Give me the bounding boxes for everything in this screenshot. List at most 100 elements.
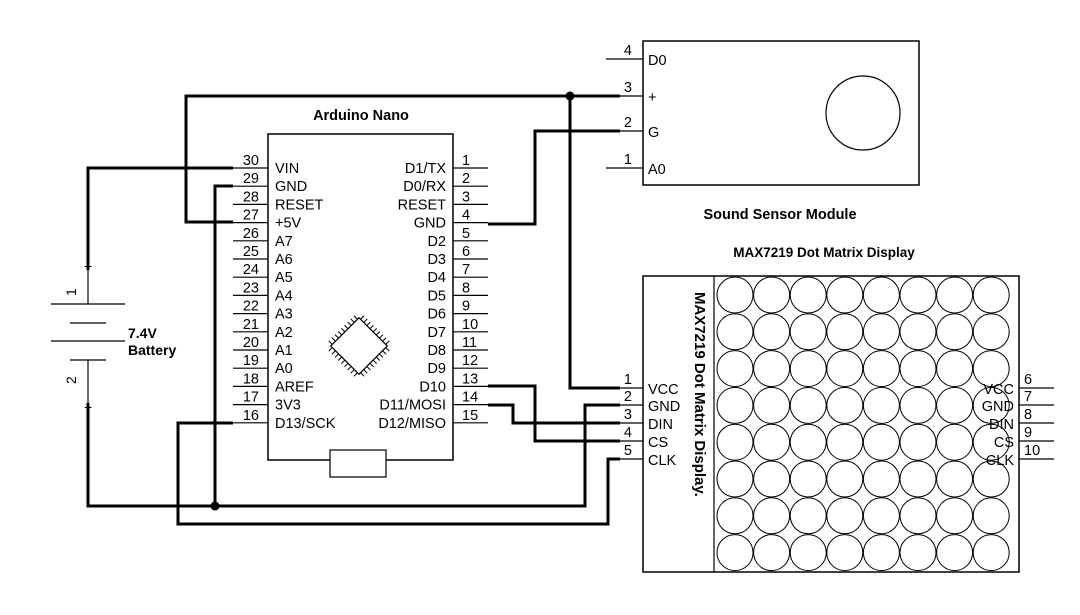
pin-label: D2 [427, 234, 446, 250]
led-dot [716, 313, 754, 351]
pin-number: 26 [243, 226, 259, 242]
chip-pin [375, 356, 381, 361]
pin-label: A0 [275, 361, 293, 377]
max7219-title: MAX7219 Dot Matrix Display [733, 245, 915, 260]
chip-pin [379, 353, 384, 358]
led-dot [826, 423, 864, 461]
led-dot [753, 350, 791, 388]
chip-pin [379, 334, 384, 339]
pin-number: 12 [462, 353, 478, 369]
sound-sensor-title: Sound Sensor Module [703, 207, 856, 223]
chip-pin [344, 362, 349, 368]
led-dot [936, 460, 974, 498]
led-dot [826, 276, 864, 314]
pin-label: D8 [427, 343, 446, 359]
pin-number: 2 [624, 115, 632, 131]
max7219-vertical-label: MAX7219 Dot Matrix Display. [691, 292, 708, 497]
battery-pin-bottom: 2 [63, 376, 79, 384]
junction-dot [565, 91, 575, 101]
pin-number: 1 [624, 152, 632, 168]
pin-number: 17 [243, 390, 259, 406]
pin-label: D9 [427, 361, 446, 377]
usb-connector [329, 449, 387, 478]
led-dot [716, 423, 754, 461]
led-dot [972, 423, 1010, 461]
pin-number: 3 [624, 80, 632, 96]
pin-label: A7 [275, 234, 293, 250]
chip-pin [369, 324, 374, 330]
pin-number: 8 [1024, 407, 1032, 423]
pin-number: 9 [462, 299, 470, 315]
led-dot [789, 350, 827, 388]
chip-pin [331, 350, 336, 355]
wire-din [488, 403, 620, 425]
led-dot [972, 460, 1010, 498]
led-dot [899, 423, 937, 461]
arduino-title: Arduino Nano [313, 108, 409, 124]
chip-pin [350, 369, 355, 374]
wire-battery-gnd [86, 403, 620, 508]
pin-number: 30 [243, 153, 259, 169]
pin-number: 19 [243, 353, 259, 369]
wire-sensor-gnd [488, 129, 620, 226]
pin-label: D5 [427, 288, 446, 304]
led-dot [716, 386, 754, 424]
pin-label: A6 [275, 252, 293, 268]
chip-pin [340, 359, 346, 365]
led-dot [789, 423, 827, 461]
led-dot [753, 386, 791, 424]
led-dot [826, 460, 864, 498]
pin-label: D13/SCK [275, 416, 336, 432]
pin-number: 7 [462, 262, 470, 278]
chip-pin [353, 372, 358, 377]
pin-label: GND [414, 216, 446, 232]
led-dot [899, 460, 937, 498]
wire-vin [86, 166, 233, 270]
wire-cs [488, 384, 620, 443]
pin-number: 5 [462, 226, 470, 242]
chip-pin [363, 369, 368, 374]
led-dot [899, 386, 937, 424]
led-dot [789, 534, 827, 572]
chip-pin [337, 356, 343, 361]
pin-label: A0 [648, 162, 666, 178]
chip-pin [350, 318, 355, 323]
led-dot [716, 534, 754, 572]
led-dot [753, 460, 791, 498]
chip-pin [328, 340, 333, 345]
pin-number: 29 [243, 171, 259, 187]
led-dot [936, 276, 974, 314]
led-dot [972, 534, 1010, 572]
battery-plus-top: + [84, 258, 92, 274]
pin-number: 2 [462, 171, 470, 187]
pin-label: D12/MISO [378, 416, 446, 432]
wire-gnd-29 [213, 184, 233, 506]
chip-pin [360, 315, 365, 320]
pin-number: 1 [624, 372, 632, 388]
pin-label: +5V [275, 216, 302, 232]
led-dot [826, 350, 864, 388]
led-dot [862, 313, 900, 351]
led-dot [862, 386, 900, 424]
pin-label: RESET [275, 197, 323, 213]
pin-label: DIN [648, 417, 673, 433]
pin-number: 11 [462, 335, 477, 351]
pin-label: RESET [398, 197, 446, 213]
pin-number: 9 [1024, 425, 1032, 441]
chip-pin [360, 372, 365, 377]
wire-5v [184, 94, 620, 224]
pin-label: D6 [427, 307, 446, 323]
pin-label: D0/RX [403, 179, 446, 195]
chip-pin [344, 324, 349, 330]
led-dot [899, 497, 937, 535]
pin-label: D11/MOSI [379, 398, 446, 414]
led-dot [972, 350, 1010, 388]
pin-number: 8 [462, 280, 470, 296]
chip-pin [366, 321, 371, 326]
pin-number: 23 [243, 280, 259, 296]
pin-label: DIN [989, 417, 1014, 433]
led-dot [899, 350, 937, 388]
chip-pin [369, 362, 374, 368]
led-dot [716, 276, 754, 314]
